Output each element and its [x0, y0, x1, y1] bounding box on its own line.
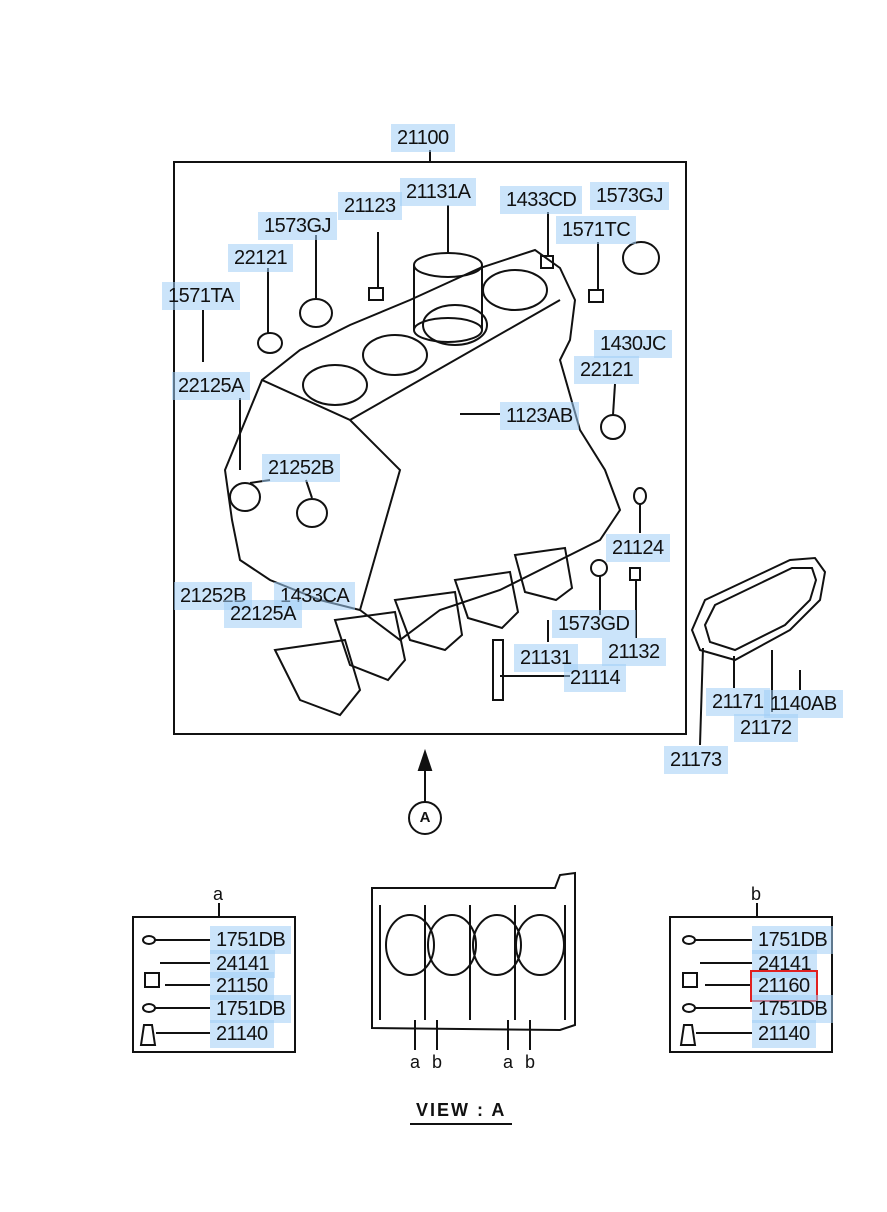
detail-b-item-21140[interactable]: 21140 [752, 1020, 816, 1048]
view-marker-b-2: b [525, 1052, 536, 1072]
detail-a-item-21140[interactable]: 21140 [210, 1020, 274, 1048]
detail-a-item-1751db-bottom[interactable]: 1751DB [210, 995, 292, 1023]
label-21173[interactable]: 21173 [664, 746, 728, 774]
label-1123ab[interactable]: 1123AB [500, 402, 579, 430]
label-21114[interactable]: 21114 [564, 664, 627, 692]
view-marker-a-1: a [410, 1052, 421, 1072]
label-1571ta[interactable]: 1571TA [162, 282, 240, 310]
label-21123[interactable]: 21123 [338, 192, 402, 220]
label-21131[interactable]: 21131 [514, 644, 578, 672]
detail-b-title: b [751, 884, 762, 904]
label-1573gj-right[interactable]: 1573GJ [590, 182, 670, 210]
label-1571tc[interactable]: 1571TC [556, 216, 637, 244]
label-22121-right[interactable]: 22121 [574, 356, 640, 384]
view-marker-b-1: b [432, 1052, 443, 1072]
detail-frame-b [669, 916, 833, 1053]
label-22125a-top[interactable]: 22125A [172, 372, 250, 400]
label-1433cd[interactable]: 1433CD [500, 186, 583, 214]
label-21132[interactable]: 21132 [602, 638, 666, 666]
view-caption: VIEW : A [410, 1100, 513, 1125]
detail-frame-a [132, 916, 296, 1053]
label-1573gj-left[interactable]: 1573GJ [258, 212, 338, 240]
label-21124[interactable]: 21124 [606, 534, 670, 562]
label-22121-top[interactable]: 22121 [228, 244, 294, 272]
detail-a-item-1751db-top[interactable]: 1751DB [210, 926, 292, 954]
label-22125a-bottom[interactable]: 22125A [224, 600, 302, 628]
label-21131a[interactable]: 21131A [400, 178, 477, 206]
label-1573gd[interactable]: 1573GD [552, 610, 636, 638]
label-21100[interactable]: 21100 [391, 124, 455, 152]
view-a-marker: A [408, 801, 442, 835]
label-21171[interactable]: 21171 [706, 688, 770, 716]
detail-b-item-1751db-top[interactable]: 1751DB [752, 926, 834, 954]
label-21252b-top[interactable]: 21252B [262, 454, 340, 482]
detail-b-item-1751db-bottom[interactable]: 1751DB [752, 995, 834, 1023]
label-1430jc[interactable]: 1430JC [594, 330, 672, 358]
view-marker-a-2: a [503, 1052, 514, 1072]
label-21172[interactable]: 21172 [734, 714, 798, 742]
detail-a-title: a [213, 884, 224, 904]
label-1140ab[interactable]: 1140AB [764, 690, 843, 718]
